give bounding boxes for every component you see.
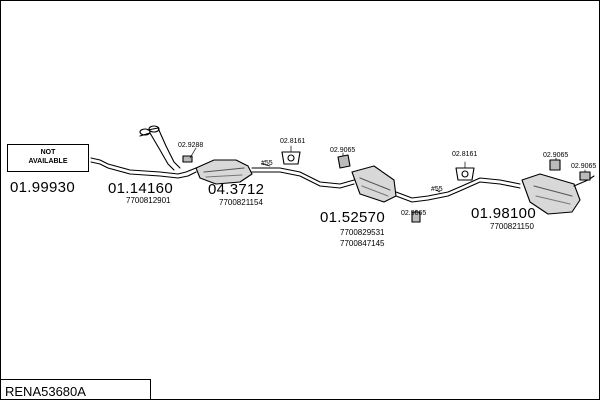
- clamp-4: [549, 159, 561, 171]
- rubber-mount-1: [281, 151, 301, 165]
- part-number: 7700829531: [340, 228, 385, 237]
- clamp-2: [337, 154, 351, 169]
- code-label: 01.14160: [108, 180, 173, 197]
- code-label: 01.52570: [320, 209, 385, 226]
- downpipe: [139, 132, 175, 171]
- rear-pipe: [395, 177, 521, 199]
- not-available-label: NOT AVAILABLE: [8, 149, 88, 167]
- code-label: 01.99930: [10, 179, 75, 196]
- not-available-line2: AVAILABLE: [28, 157, 68, 165]
- reference-box: RENA53680A: [0, 379, 151, 400]
- part-number: 7700821150: [490, 222, 534, 231]
- front-pipe: [90, 157, 197, 175]
- small-part-label: #55: [431, 186, 443, 193]
- small-part-label: 02.9288: [178, 142, 204, 149]
- not-available-line1: NOT: [40, 149, 56, 156]
- middle-pipe: [251, 167, 355, 185]
- part-number: 7700812901: [126, 196, 171, 205]
- clamp-5: [579, 171, 591, 181]
- flange-right: [148, 125, 160, 133]
- small-part-label: 02.9065: [401, 210, 427, 217]
- code-label: 01.98100: [471, 205, 536, 222]
- small-part-label: 02.8161: [280, 138, 306, 145]
- small-part-label: 02.9065: [543, 152, 569, 159]
- small-part-label: 02.9065: [330, 147, 356, 154]
- reference-label: RENA53680A: [5, 384, 86, 399]
- rubber-mount-2: [455, 167, 475, 181]
- small-part-label: 02.9065: [571, 163, 597, 170]
- small-part-label: 02.8161: [452, 151, 478, 158]
- clamp-3: [411, 211, 421, 223]
- small-part-label: #55: [261, 160, 273, 167]
- rear-silencer: [521, 173, 581, 215]
- catalytic-converter: [195, 159, 253, 185]
- not-available-box: NOT AVAILABLE: [7, 144, 89, 172]
- flange-left: [139, 128, 151, 136]
- part-number: 7700821154: [219, 198, 263, 207]
- part-number: 7700847145: [340, 239, 385, 248]
- clamp-1: [182, 155, 193, 163]
- code-label: 04.3712: [208, 181, 265, 198]
